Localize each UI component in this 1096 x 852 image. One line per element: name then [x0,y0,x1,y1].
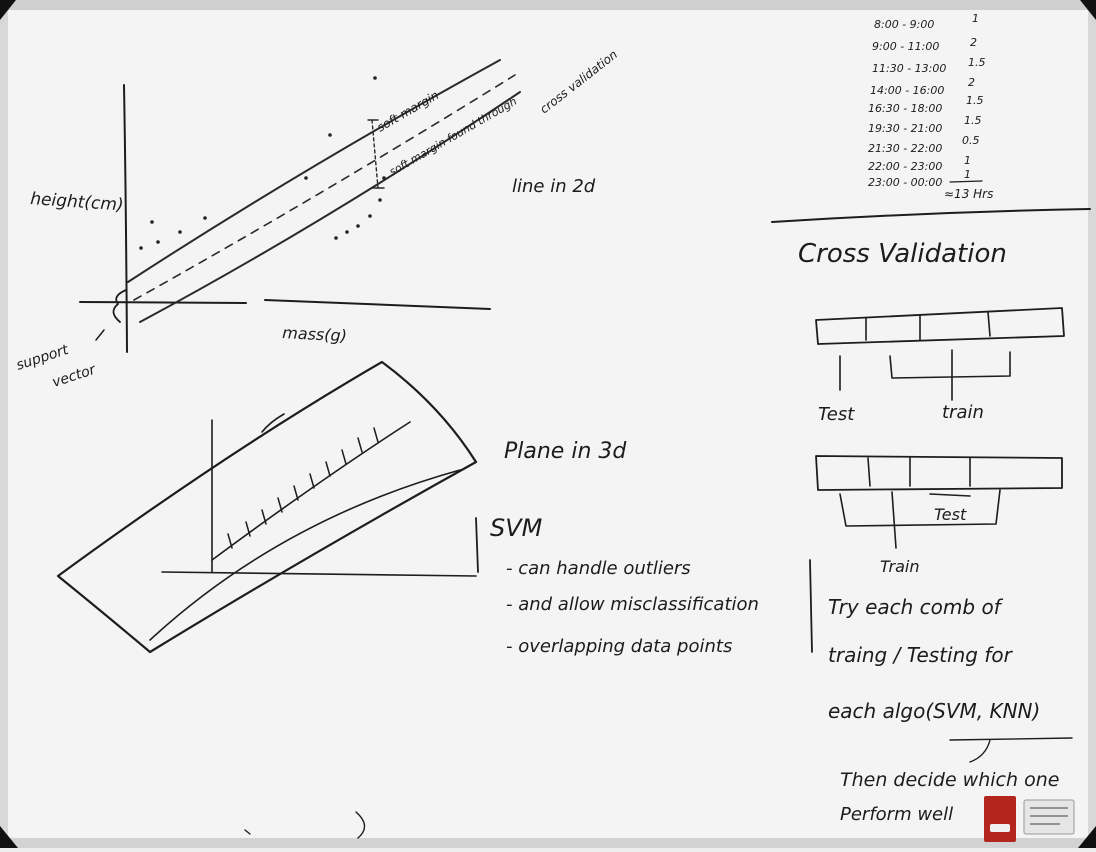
cross-validation-title: Cross Validation [798,239,1007,269]
line-in-2d-caption: line in 2d [512,176,596,197]
schedule-time-4: 14:00 - 16:00 [870,84,944,97]
schedule-hours-1: 1 [972,12,979,25]
schedule-list: 8:00 - 9:00 1 9:00 - 11:00 2 11:30 - 13:… [868,12,993,201]
cv-note-line-3: each algo(SVM, KNN) [828,699,1040,723]
plane-in-3d-caption: Plane in 3d [504,439,627,464]
corner-clip-tr [1080,0,1096,20]
schedule-divider [771,208,1091,223]
plane-normal-line [211,421,411,561]
cv2-test-label: Test [934,505,967,524]
notes-divider [809,559,813,653]
plane-hatch-marks [227,427,379,549]
cv-train-bracket-1 [889,349,1011,401]
marker-pack-icon [984,796,1075,842]
x-axis-label: mass(g) [282,323,348,345]
cv-note-line-4: Then decide which one [840,769,1059,791]
cv-train-stem-2 [891,491,897,549]
cv-bar-1-splits [865,311,991,341]
schedule-hours-8: 1 [964,154,971,167]
schedule-hours-5: 1.5 [966,94,984,107]
schedule-hours-7: 0.5 [962,134,980,147]
soft-margin-bracket [371,119,379,189]
board-frame-bottom [0,838,1096,848]
cv-bar-2 [815,455,1063,491]
schedule-time-1: 8:00 - 9:00 [874,18,934,31]
svm-notes: SVM - can handle outliers - and allow mi… [244,514,813,839]
svm-bullet-1: - can handle outliers [506,558,691,579]
cv-note-line-1: Try each comb of [828,595,1004,619]
cv-bar-2-splits [867,457,971,487]
schedule-hours-6: 1.5 [964,114,982,127]
support-vector-brace [112,289,127,323]
upper-margin-line [127,59,501,283]
schedule-time-2: 9:00 - 11:00 [872,40,939,53]
schedule-hours-4: 2 [968,76,975,89]
board-frame-left [0,0,8,848]
svm-bullet-2: - and allow misclassification [506,594,759,615]
corner-clip-tl [0,0,16,20]
plane-inner-line [149,469,461,641]
schedule-time-8: 22:00 - 23:00 [868,160,942,173]
cv1-train-label: train [942,402,984,423]
cv-bar-1 [815,307,1065,345]
cv-train-bracket-2 [839,489,1001,527]
cv2-train-label: Train [880,557,920,576]
cv1-test-label: Test [818,404,855,425]
schedule-hours-3: 1.5 [968,56,986,69]
schedule-hours-2: 2 [970,36,977,49]
cv-note-line-5: Perform well [840,804,953,825]
board-frame-right [1088,0,1096,848]
data-points [139,76,386,250]
plane-x-axis [161,571,477,577]
schedule-time-7: 21:30 - 22:00 [868,142,942,155]
hyperplane-dashed [133,74,516,301]
cv-note-line-2: traing / Testing for [828,643,1014,667]
corner-clip-br [1078,826,1096,848]
plane-outline [56,360,478,654]
lower-margin-line [139,91,521,323]
schedule-sum-line [949,180,983,183]
schedule-time-6: 19:30 - 21:00 [868,122,942,135]
cross-validation-section: Cross Validation Test train Test Train T… [798,239,1073,825]
svm-title: SVM [490,514,543,542]
corner-clip-bl [0,826,18,848]
board-frame-top [0,0,1096,10]
x-axis-right [264,299,491,310]
schedule-total: ≈13 Hrs [944,187,993,201]
schedule-time-3: 11:30 - 13:00 [872,62,946,75]
plane-3d-sketch: Plane in 3d [56,360,627,654]
cv-note-underline [949,737,1073,763]
schedule-time-9: 23:00 - 00:00 [868,176,942,189]
x-axis-left [79,301,247,304]
schedule-hours-9: 1 [964,168,971,181]
y-axis [123,84,128,353]
schedule-time-5: 16:30 - 18:00 [868,102,942,115]
svm-bullet-3: - overlapping data points [506,636,732,657]
svm-notes-bar [475,517,479,573]
